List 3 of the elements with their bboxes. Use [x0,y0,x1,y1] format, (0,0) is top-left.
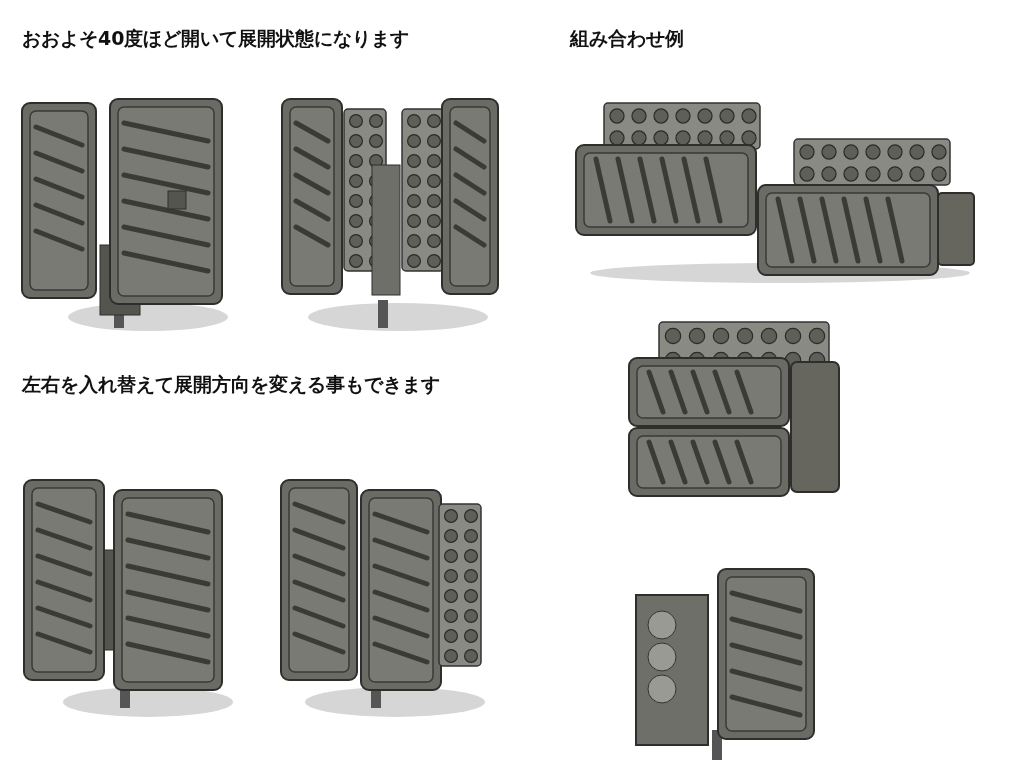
heading: 左右を入れ替えて展開方向を変える事もできます [22,372,440,397]
heading: 組み合わせ例 [570,26,684,51]
heading: おおよそ40度ほど開いて展開状態になります [22,26,410,51]
